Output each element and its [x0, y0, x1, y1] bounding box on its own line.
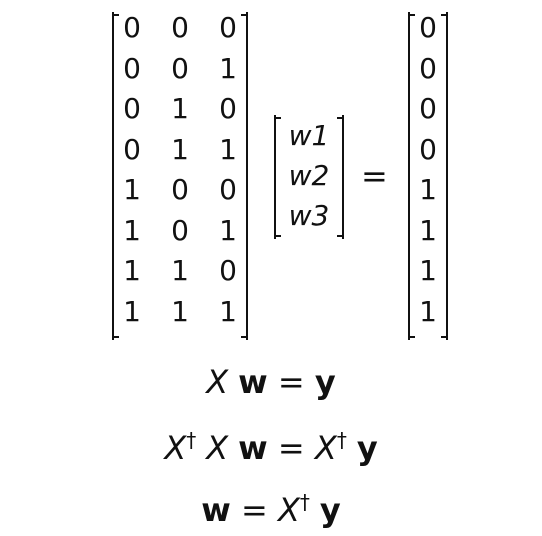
- matrix-x-entry: 0: [171, 11, 189, 44]
- eq2-w: w: [238, 429, 268, 467]
- matrix-x-entry: 1: [171, 294, 189, 328]
- eq1-x: X: [206, 363, 229, 401]
- eq2-equals: =: [277, 429, 305, 467]
- matrix-x-entry: 0: [171, 173, 189, 206]
- vector-w-entry: w1: [288, 119, 330, 152]
- matrix-x-entry: 0: [171, 51, 189, 85]
- eq1-w: w: [238, 363, 268, 401]
- matrix-x-entry: 0: [219, 11, 237, 44]
- matrix-x-entry: 1: [171, 254, 189, 287]
- eq2-y: y: [356, 429, 378, 467]
- matrix-x-entry: 1: [123, 213, 141, 247]
- eq2-dagger2: †: [336, 428, 347, 452]
- matrix-x-entry: 1: [123, 173, 141, 206]
- matrix-x-entry: 1: [219, 294, 237, 328]
- matrix-x: [112, 12, 248, 340]
- eq1-equals: =: [277, 363, 305, 401]
- matrix-x-entry: 0: [219, 173, 237, 206]
- vector-y-entry: 1: [419, 294, 437, 328]
- vector-y-entry: 0: [419, 11, 437, 44]
- eq1-y: y: [314, 363, 336, 401]
- matrix-x-entry: 0: [123, 92, 141, 125]
- vector-y-entry: 1: [419, 173, 437, 206]
- matrix-x-entry: 1: [171, 132, 189, 166]
- equation-w-solution: w = X† y: [0, 484, 542, 528]
- matrix-x-entry: 0: [171, 213, 189, 247]
- vector-y-entry: 1: [419, 254, 437, 287]
- matrix-x-entry: 1: [123, 294, 141, 328]
- matrix-x-entry: 1: [219, 132, 237, 166]
- matrix-x-entry: 0: [123, 132, 141, 166]
- vector-y-entry: 1: [419, 213, 437, 247]
- vector-w-entry: w2: [288, 159, 330, 192]
- eq3-x: X: [277, 491, 300, 529]
- eq2-x2: X: [206, 429, 229, 467]
- equals-sign: =: [361, 157, 388, 195]
- eq3-w: w: [201, 491, 231, 529]
- vector-y-entry: 0: [419, 132, 437, 166]
- eq3-dagger: †: [299, 490, 310, 514]
- vector-y: [408, 12, 448, 340]
- vector-y-entry: 0: [419, 92, 437, 125]
- eq3-y: y: [319, 491, 341, 529]
- matrix-x-entry: 1: [171, 92, 189, 125]
- vector-w-entry: w3: [288, 199, 330, 232]
- matrix-x-entry: 0: [219, 254, 237, 287]
- matrix-x-entry: 1: [219, 213, 237, 247]
- matrix-x-entry: 0: [219, 92, 237, 125]
- vector-y-entry: 0: [419, 51, 437, 85]
- vector-w: [274, 115, 344, 239]
- matrix-x-entry: 1: [219, 51, 237, 85]
- eq2-dagger: †: [186, 428, 197, 452]
- matrix-x-entry: 0: [123, 51, 141, 85]
- eq3-equals: =: [240, 491, 268, 529]
- eq2-x3: X: [314, 429, 337, 467]
- eq2-x: X: [164, 429, 187, 467]
- matrix-x-entry: 1: [123, 254, 141, 287]
- matrix-x-entry: 0: [123, 11, 141, 44]
